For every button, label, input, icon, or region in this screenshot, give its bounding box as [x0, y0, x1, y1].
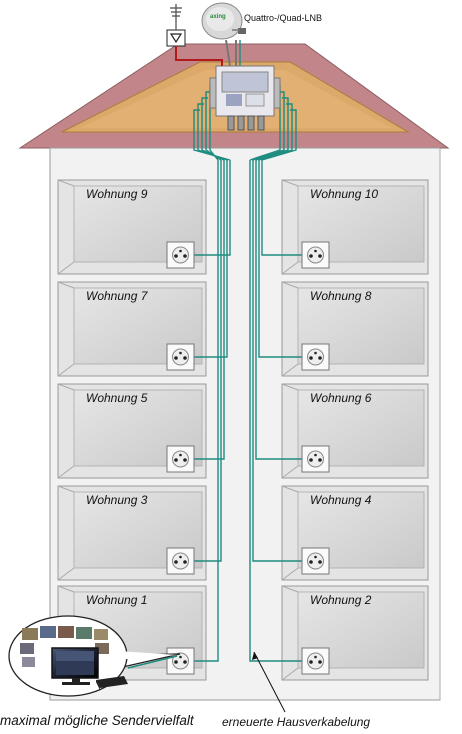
- apartment-label: Wohnung 2: [310, 593, 372, 607]
- satellite-dish-icon: axing: [201, 2, 246, 67]
- tv-illustration: [8, 615, 181, 697]
- amplifier-box: [166, 29, 186, 47]
- apartment-label: Wohnung 10: [310, 187, 378, 201]
- wall-socket-icon: [166, 445, 195, 473]
- wall-socket-icon: [166, 241, 195, 269]
- antenna-icon: [170, 4, 182, 30]
- tv-icon: [51, 647, 99, 685]
- lnb-label: Quattro-/Quad-LNB: [244, 13, 322, 23]
- wall-socket-icon: [301, 445, 330, 473]
- wall-socket-icon: [166, 547, 195, 575]
- wall-socket-icon: [166, 343, 195, 371]
- apartment-label: Wohnung 8: [310, 289, 372, 303]
- wall-socket-icon: [301, 343, 330, 371]
- multiswitch: [209, 65, 281, 131]
- apartment-label: Wohnung 3: [86, 493, 148, 507]
- receiver-icon: [96, 676, 128, 690]
- dish-brand: axing: [210, 14, 226, 20]
- caption-channel-variety: maximal mögliche Sendervielfalt: [0, 713, 194, 728]
- apartment-label: Wohnung 1: [86, 593, 147, 607]
- apartment-label: Wohnung 5: [86, 391, 148, 405]
- apartment-10: [281, 585, 429, 681]
- wall-socket-icon: [166, 647, 195, 675]
- wall-socket-icon: [301, 241, 330, 269]
- apartment-label: Wohnung 6: [310, 391, 372, 405]
- caption-renewed-cabling: erneuerte Hausverkabelung: [222, 715, 371, 729]
- apartment-label: Wohnung 9: [86, 187, 148, 201]
- channel-thumbnails: [20, 626, 109, 667]
- wall-socket-icon: [301, 647, 330, 675]
- wall-socket-icon: [301, 547, 330, 575]
- apartment-label: Wohnung 7: [86, 289, 149, 303]
- apartment-label: Wohnung 4: [310, 493, 372, 507]
